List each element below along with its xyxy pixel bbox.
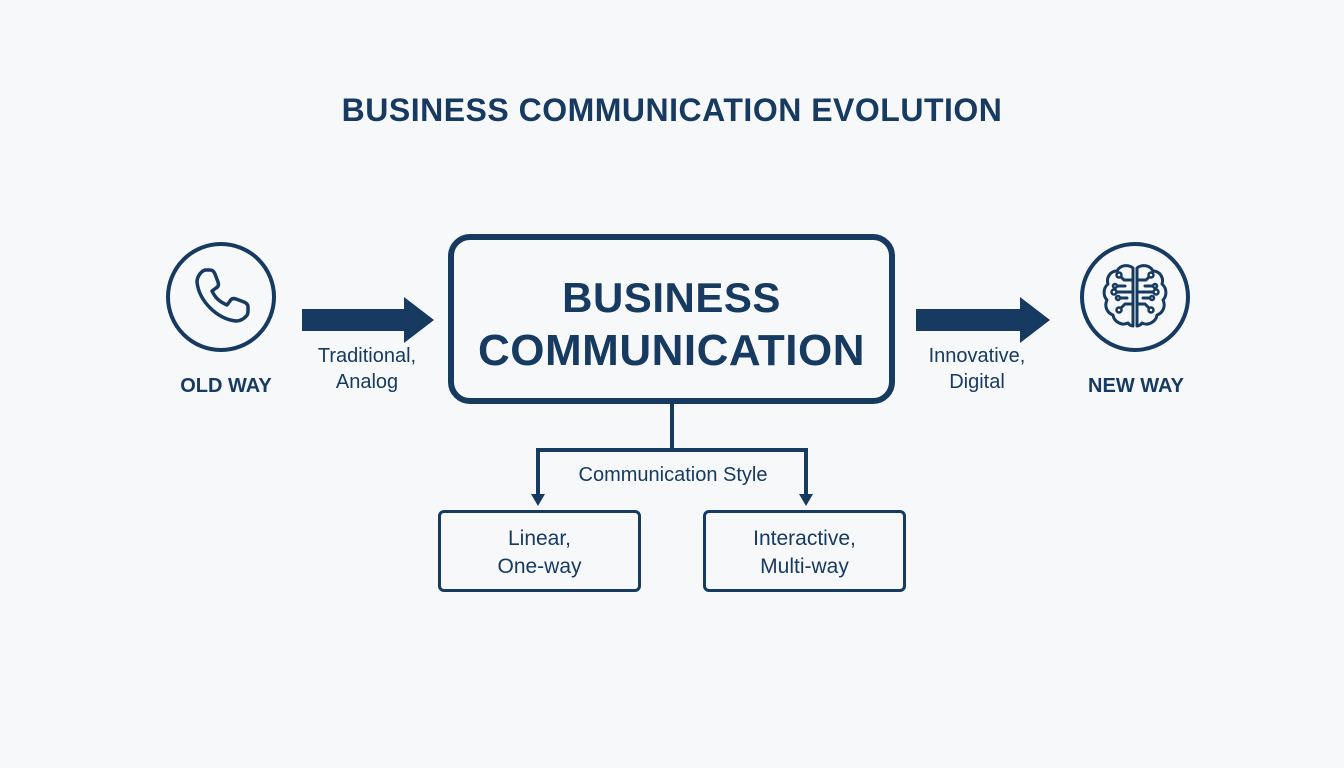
new-way-arrow-label-line1: Innovative, [928,345,1026,367]
old-way-circle [166,242,276,352]
branch-arrowhead-right [799,494,813,506]
business-communication-box: BUSINESS COMMUNICATION [448,234,895,404]
old-way-arrow-label-line1: Traditional, [317,345,417,367]
linear-one-way-box: Linear, One-way [438,510,641,592]
interactive-box-line1: Interactive, [753,527,856,550]
new-way-arrow-label: Innovative, Digital [902,343,1052,395]
new-way-label: NEW WAY [1088,375,1184,397]
interactive-box-line2: Multi-way [760,555,849,578]
new-way-arrow-label-line2: Digital [949,371,1005,393]
linear-box-line2: One-way [497,555,582,578]
communication-style-label: Communication Style [578,464,768,486]
arrow-old-to-center [302,297,434,343]
phone-icon [195,268,250,323]
diagram-title: BUSINESS COMMUNICATION EVOLUTION [341,92,1003,128]
old-way-arrow-label: Traditional, Analog [292,343,442,395]
old-way-label: OLD WAY [180,375,272,397]
new-way-circle [1080,242,1190,352]
center-box-line2: COMMUNICATION [478,326,865,375]
branch-connector [536,404,808,496]
linear-box-line1: Linear, [507,527,572,550]
interactive-multi-way-box: Interactive, Multi-way [703,510,906,592]
old-way-arrow-label-line2: Analog [335,371,399,393]
center-box-line1: BUSINESS [562,274,781,321]
brain-circuit-icon [1102,264,1168,328]
arrow-center-to-new [916,297,1050,343]
branch-arrowhead-left [531,494,545,506]
